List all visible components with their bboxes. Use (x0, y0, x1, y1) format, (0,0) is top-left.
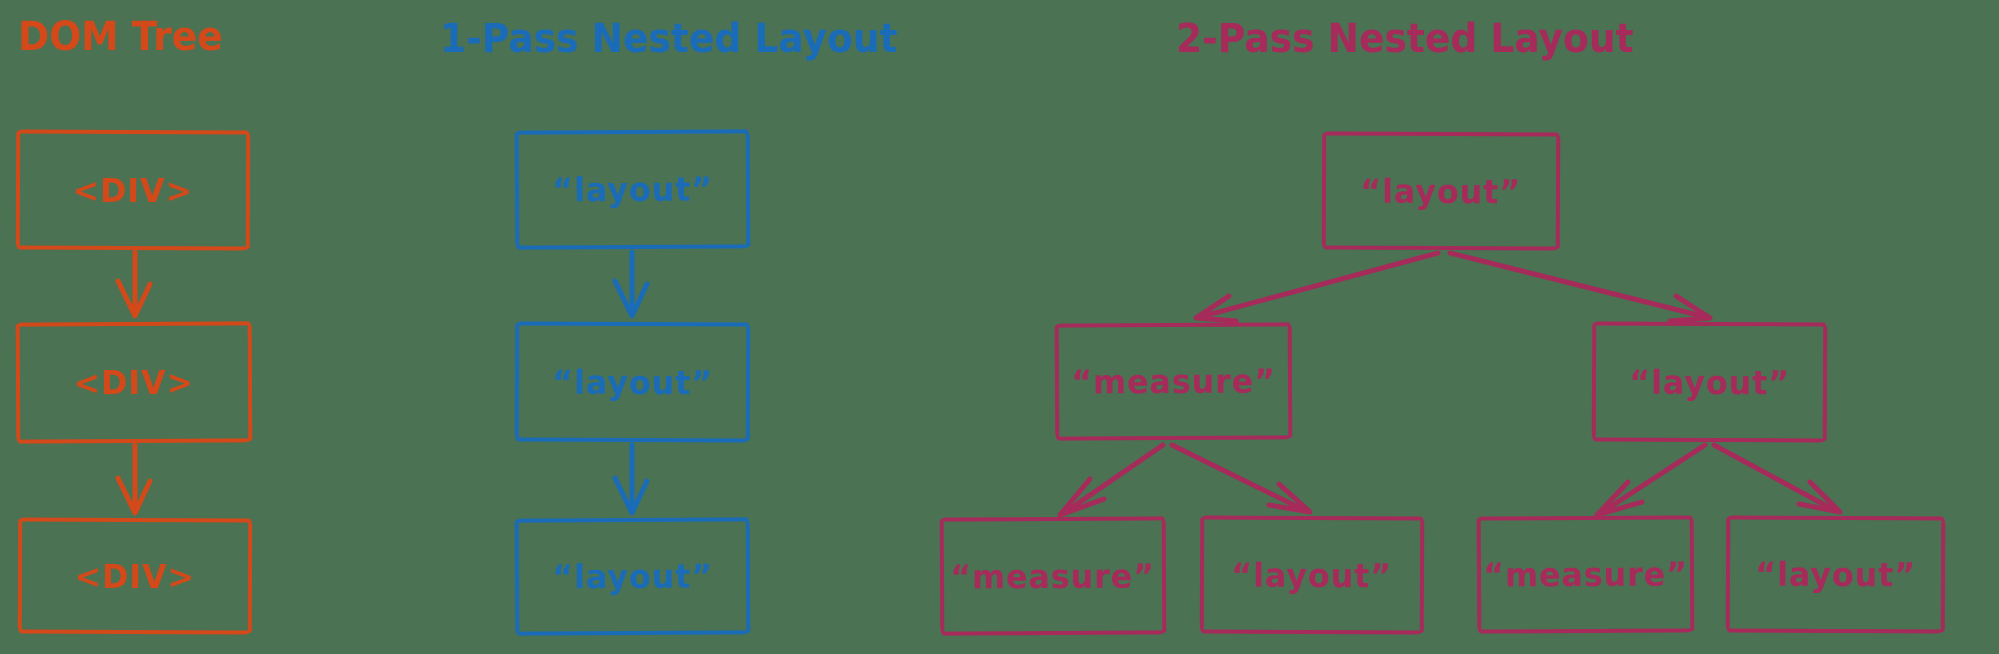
two-pass-grandchild-1: “measure” (939, 516, 1167, 636)
two-pass-root-label: “layout” (1360, 171, 1522, 211)
dom-node-1-label: <DIV> (72, 170, 194, 210)
arrow-root-to-measure-head (1193, 293, 1239, 324)
arrow-root-to-measure-shaft (1197, 250, 1441, 320)
two-pass-grandchild-3-label: “measure” (1483, 554, 1688, 595)
two-pass-root-node: “layout” (1321, 131, 1561, 251)
arrow-dom-1-head (115, 278, 153, 319)
arrow-measure-to-layout-head (1266, 481, 1313, 515)
arrow-measure-to-measure-head (1057, 476, 1107, 518)
one-pass-title: 1-Pass Nested Layout (440, 16, 898, 62)
arrow-layout-to-layout-shaft (1711, 442, 1839, 514)
arrow-root-to-layout-head (1667, 293, 1713, 324)
arrow-dom-2-head (115, 475, 153, 516)
two-pass-grandchild-4: “layout” (1725, 515, 1946, 634)
two-pass-grandchild-2: “layout” (1199, 515, 1425, 635)
two-pass-title: 2-Pass Nested Layout (1176, 16, 1634, 62)
two-pass-grandchild-4-label: “layout” (1755, 554, 1916, 595)
arrow-measure-to-layout-shaft (1169, 442, 1309, 514)
two-pass-grandchild-1-label: “measure” (950, 555, 1156, 597)
two-pass-child-measure: “measure” (1054, 322, 1293, 441)
two-pass-grandchild-3: “measure” (1476, 515, 1695, 634)
dom-node-2-label: <DIV> (73, 362, 195, 403)
dom-node-1: <DIV> (15, 129, 251, 251)
one-pass-node-3-label: “layout” (552, 556, 713, 597)
arrow-onepass-1-head (612, 278, 650, 319)
two-pass-child-layout-label: “layout” (1629, 362, 1790, 402)
dom-node-2: <DIV> (15, 321, 253, 444)
arrow-measure-to-measure-shaft (1061, 442, 1166, 516)
arrow-root-to-layout-shaft (1447, 250, 1709, 320)
two-pass-child-layout: “layout” (1591, 321, 1828, 443)
two-pass-grandchild-2-label: “layout” (1231, 555, 1393, 595)
arrow-layout-to-measure-head (1594, 479, 1645, 518)
one-pass-node-2-label: “layout” (552, 362, 713, 402)
dom-node-3-label: <DIV> (74, 556, 196, 596)
arrow-onepass-2-head (612, 475, 650, 516)
dom-tree-title: DOM Tree (18, 14, 223, 60)
one-pass-node-1-label: “layout” (552, 169, 713, 210)
arrow-layout-to-layout-head (1796, 479, 1843, 515)
one-pass-node-2: “layout” (514, 321, 751, 443)
arrow-layout-to-measure-shaft (1598, 442, 1708, 516)
one-pass-node-1: “layout” (514, 129, 751, 250)
one-pass-node-3: “layout” (514, 517, 751, 636)
two-pass-child-measure-label: “measure” (1071, 361, 1276, 402)
dom-node-3: <DIV> (17, 517, 253, 635)
